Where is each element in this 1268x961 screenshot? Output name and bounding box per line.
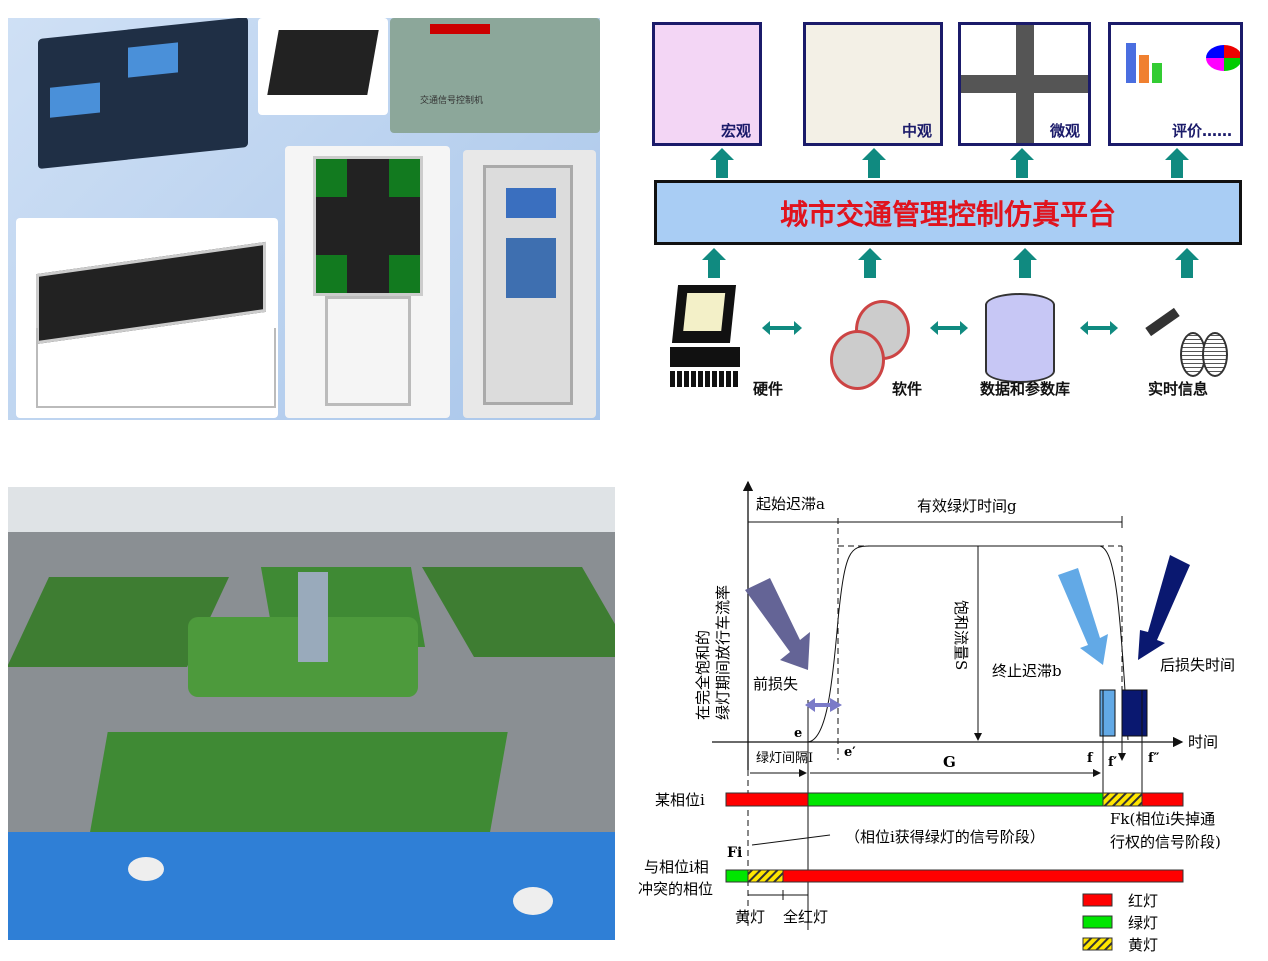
view-box-macro: 宏观 bbox=[652, 22, 762, 146]
point-f-dprime: f″ bbox=[1148, 751, 1160, 766]
all-red-label: 全红灯 bbox=[783, 908, 828, 926]
rear-loss-box bbox=[1121, 689, 1148, 737]
y-axis-label-1: 在完全饱和的 bbox=[694, 630, 712, 720]
front-loss-double-arrow-icon bbox=[805, 698, 842, 712]
conflict-phase-label-2: 冲突的相位 bbox=[638, 880, 713, 898]
wall-display-photo bbox=[16, 218, 278, 418]
conflict-green-segment bbox=[725, 869, 749, 883]
source-label: 软件 bbox=[892, 380, 923, 398]
legend-green-label: 绿灯 bbox=[1128, 914, 1158, 932]
panel-caption: 交通信号控制机 bbox=[420, 96, 484, 106]
yellow-label: 黄灯 bbox=[735, 908, 765, 926]
view-box-evaluation: 评价…… bbox=[1108, 22, 1243, 146]
front-loss-arrow-icon bbox=[745, 578, 810, 670]
source-label: 实时信息 bbox=[1148, 380, 1209, 398]
source-label: 硬件 bbox=[753, 380, 784, 398]
legend-red-label: 红灯 bbox=[1128, 892, 1158, 910]
conflict-phase-label-1: 与相位i相 bbox=[644, 858, 709, 876]
traffic-sand-table-photo bbox=[8, 487, 615, 940]
standing-display-photo bbox=[285, 146, 450, 418]
up-arrow-icon bbox=[1013, 248, 1037, 278]
up-arrow-icon bbox=[1010, 148, 1034, 178]
green-interval-label: 绿灯间隔I bbox=[756, 751, 813, 766]
phase-i-red-end-segment bbox=[1141, 792, 1184, 807]
point-f: f bbox=[1087, 751, 1094, 766]
conflict-red-segment bbox=[782, 869, 1184, 883]
platform-title: 城市交通管理控制仿真平台 bbox=[779, 197, 1116, 231]
point-e: e bbox=[794, 726, 802, 741]
saturation-flow-label: 饱和流量S bbox=[952, 600, 970, 670]
database-icon bbox=[985, 293, 1055, 383]
signal-hardware-photo: 交通信号控制机 bbox=[8, 18, 600, 420]
flow-curve bbox=[807, 545, 1129, 743]
g-label: G bbox=[943, 753, 956, 771]
rear-loss-arrow-icon bbox=[1138, 555, 1190, 660]
view-box-meso: 中观 bbox=[803, 22, 943, 146]
end-lag-arrow-icon bbox=[1058, 568, 1108, 665]
fi-label: Fi bbox=[727, 845, 742, 861]
cabinet-photo bbox=[463, 150, 596, 418]
legend-red-swatch bbox=[1082, 893, 1113, 907]
bidirectional-arrow-icon bbox=[762, 321, 802, 335]
rear-loss-label: 后损失时间 bbox=[1160, 656, 1235, 674]
view-label: 评价…… bbox=[1171, 122, 1232, 140]
view-label: 宏观 bbox=[720, 122, 751, 140]
control-panel-photo: 交通信号控制机 bbox=[390, 18, 600, 133]
phase-i-yellow-segment bbox=[1102, 792, 1143, 807]
point-f-prime: f′ bbox=[1108, 755, 1118, 770]
view-label: 微观 bbox=[1049, 122, 1080, 140]
up-arrow-icon bbox=[710, 148, 734, 178]
legend-yellow-label: 黄灯 bbox=[1128, 936, 1158, 954]
legend-yellow-swatch bbox=[1082, 937, 1113, 951]
computer-icon bbox=[670, 285, 745, 390]
discs-icon bbox=[825, 300, 915, 395]
end-lag-label: 终止迟滞b bbox=[992, 662, 1062, 680]
legend-green-swatch bbox=[1082, 915, 1113, 929]
up-arrow-icon bbox=[862, 148, 886, 178]
controller-box-photo bbox=[258, 18, 388, 115]
start-lag-label: 起始迟滞a bbox=[756, 495, 825, 513]
platform-bar: 城市交通管理控制仿真平台 bbox=[654, 180, 1242, 245]
fk-label-1: Fk(相位i失掉通 bbox=[1110, 810, 1215, 828]
bidirectional-arrow-icon bbox=[1080, 321, 1118, 335]
phase-i-green-segment bbox=[807, 792, 1104, 807]
up-arrow-icon bbox=[858, 248, 882, 278]
up-arrow-icon bbox=[702, 248, 726, 278]
phase-green-note: （相位i获得绿灯的信号阶段） bbox=[845, 828, 1045, 846]
phase-i-label: 某相位i bbox=[655, 791, 705, 809]
conflict-yellow-segment bbox=[747, 869, 784, 883]
end-lag-box bbox=[1099, 689, 1116, 737]
satellite-dish-icon bbox=[1140, 292, 1240, 387]
fk-label-2: 行权的信号阶段) bbox=[1110, 833, 1221, 851]
up-arrow-icon bbox=[1175, 248, 1199, 278]
up-arrow-icon bbox=[1165, 148, 1189, 178]
source-label: 数据和参数库 bbox=[980, 380, 1071, 398]
view-box-micro: 微观 bbox=[958, 22, 1091, 146]
phase-i-red-segment bbox=[725, 792, 809, 807]
bidirectional-arrow-icon bbox=[930, 321, 968, 335]
simulation-platform-diagram: 宏观 中观 微观 评价…… 城市交通管理控制仿真平台 硬件 软件 数据和参数库 … bbox=[640, 10, 1268, 410]
y-axis-label-2: 绿灯期间放行车流率 bbox=[714, 585, 732, 720]
x-axis-label: 时间 bbox=[1188, 733, 1218, 751]
view-label: 中观 bbox=[901, 122, 932, 140]
point-e-prime: e′ bbox=[844, 745, 856, 760]
front-loss-label: 前损失 bbox=[753, 675, 798, 693]
effective-green-label: 有效绿灯时间g bbox=[917, 497, 1017, 515]
